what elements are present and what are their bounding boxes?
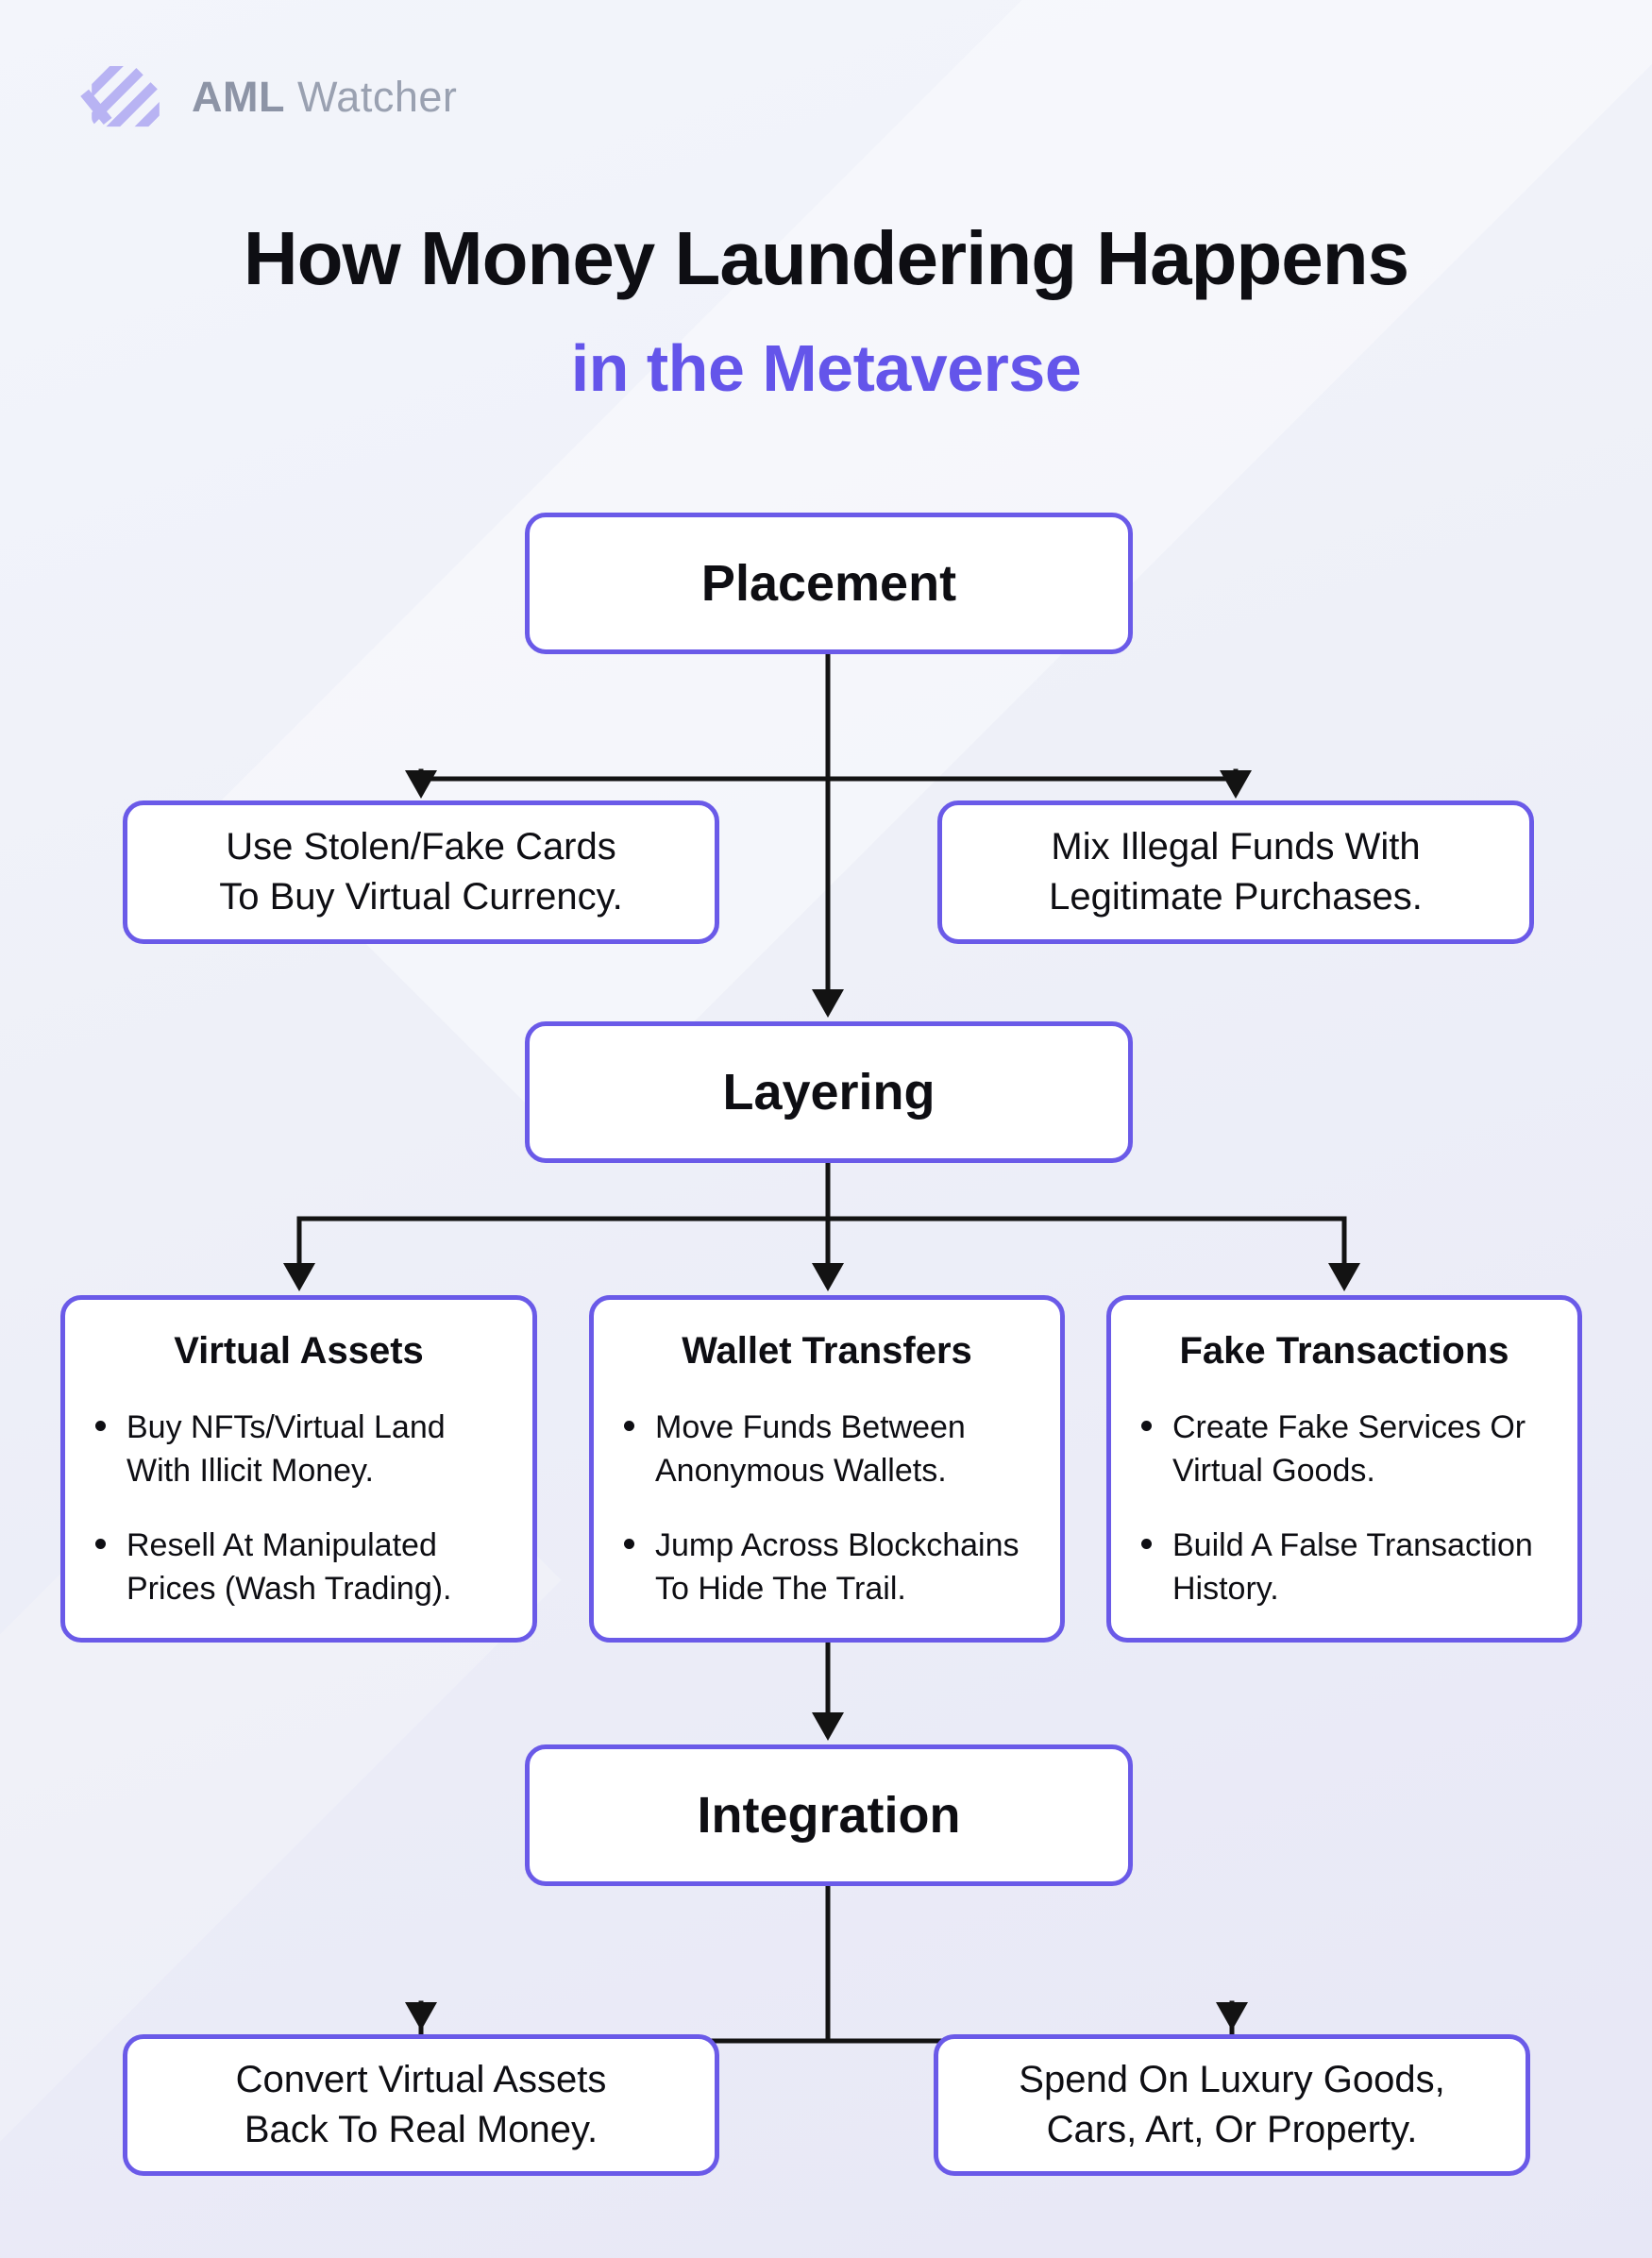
stage-label: Layering [722, 1064, 936, 1121]
method-line: Convert Virtual Assets [235, 2059, 607, 2101]
page-title-line1: How Money Laundering Happens [243, 216, 1409, 300]
bullet-text: Move Funds Between Anonymous Wallets. [655, 1409, 966, 1489]
page-title-line2: in the Metaverse [570, 331, 1082, 405]
brand-name: AML Watcher [192, 73, 457, 122]
bullet-text: Create Fake Services Or Virtual Goods. [1172, 1409, 1526, 1489]
method-line: Back To Real Money. [244, 2109, 598, 2150]
bullet-text: Jump Across Blockchains To Hide The Trai… [655, 1527, 1020, 1607]
method-line: Use Stolen/Fake Cards [226, 826, 616, 868]
method-box-title: Wallet Transfers [682, 1330, 972, 1372]
integration-method-box: Convert Virtual Assets Back To Real Mone… [123, 2034, 719, 2176]
stage-label: Integration [697, 1787, 961, 1844]
brand-name-light: Watcher [297, 73, 458, 121]
bullet-dot-icon [1141, 1421, 1152, 1431]
method-line: Legitimate Purchases. [1049, 876, 1423, 918]
stage-box-placement: Placement [525, 513, 1133, 654]
method-line: Cars, Art, Or Property. [1046, 2109, 1418, 2150]
bullet-item: Create Fake Services Or Virtual Goods. [1141, 1407, 1547, 1492]
bullet-item: Build A False Transaction History. [1141, 1525, 1547, 1610]
layering-method-box-virtual-assets: Virtual Assets Buy NFTs/Virtual Land Wit… [60, 1295, 537, 1643]
bullet-dot-icon [624, 1421, 634, 1431]
stage-label: Placement [700, 555, 957, 612]
bullet-item: Jump Across Blockchains To Hide The Trai… [624, 1525, 1030, 1610]
layering-method-box-fake-transactions: Fake Transactions Create Fake Services O… [1106, 1295, 1582, 1643]
placement-method-box: Mix Illegal Funds With Legitimate Purcha… [937, 800, 1534, 944]
method-line: Mix Illegal Funds With [1051, 826, 1421, 868]
method-box-title: Virtual Assets [174, 1330, 424, 1372]
bullet-dot-icon [95, 1421, 106, 1431]
bullet-text: Resell At Manipulated Prices (Wash Tradi… [126, 1527, 452, 1607]
stage-box-integration: Integration [525, 1744, 1133, 1886]
bullet-item: Buy NFTs/Virtual Land With Illicit Money… [95, 1407, 502, 1492]
method-box-title: Fake Transactions [1179, 1330, 1509, 1372]
placement-method-box: Use Stolen/Fake Cards To Buy Virtual Cur… [123, 800, 719, 944]
brand-name-bold: AML [192, 73, 285, 121]
bullet-text: Build A False Transaction History. [1172, 1527, 1533, 1607]
bullet-item: Move Funds Between Anonymous Wallets. [624, 1407, 1030, 1492]
brand-logo: AML Watcher [80, 66, 457, 128]
method-line: To Buy Virtual Currency. [219, 876, 623, 918]
bullet-dot-icon [624, 1539, 634, 1550]
layering-method-box-wallet-transfers: Wallet Transfers Move Funds Between Anon… [589, 1295, 1065, 1643]
bullet-item: Resell At Manipulated Prices (Wash Tradi… [95, 1525, 502, 1610]
method-line: Spend On Luxury Goods, [1019, 2059, 1445, 2101]
bullet-text: Buy NFTs/Virtual Land With Illicit Money… [126, 1409, 446, 1489]
integration-method-box: Spend On Luxury Goods, Cars, Art, Or Pro… [934, 2034, 1530, 2176]
bullet-dot-icon [1141, 1539, 1152, 1550]
bullet-dot-icon [95, 1539, 106, 1550]
stage-box-layering: Layering [525, 1021, 1133, 1163]
aml-watcher-stripes-icon [80, 66, 171, 128]
